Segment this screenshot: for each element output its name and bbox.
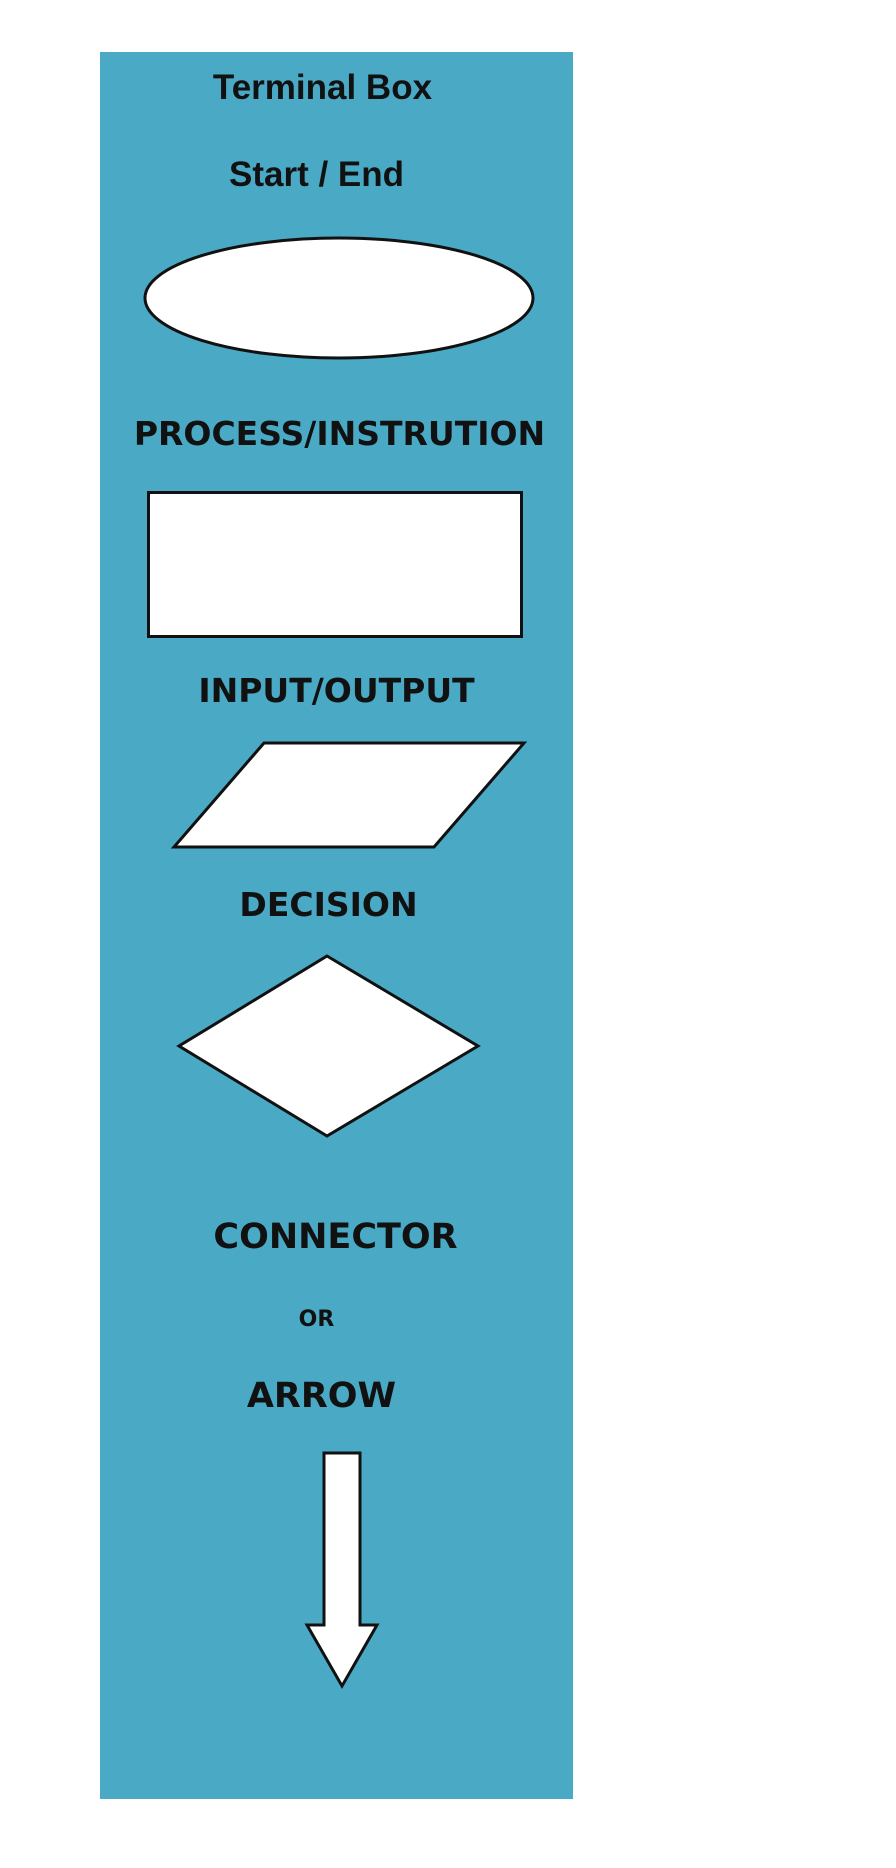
terminal-box-title: Terminal Box: [212, 68, 433, 107]
flowchart-symbols-panel: Terminal Box Start / End PROCESS/INSTRUT…: [100, 52, 573, 1799]
input-output-parallelogram-shape: [170, 741, 528, 849]
process-label: PROCESS/INSTRUTION: [133, 414, 546, 453]
terminal-ellipse-shape: [143, 236, 535, 360]
terminal-label: Start / End: [228, 155, 405, 194]
decision-diamond-shape: [176, 954, 481, 1138]
decision-label: DECISION: [239, 885, 418, 924]
connector-label: CONNECTOR: [213, 1217, 458, 1257]
or-label: OR: [298, 1307, 335, 1332]
process-rectangle-shape: [147, 491, 523, 638]
arrow-label: ARROW: [246, 1376, 397, 1416]
input-output-label: INPUT/OUTPUT: [198, 671, 475, 710]
connector-down-arrow-shape: [304, 1451, 380, 1690]
